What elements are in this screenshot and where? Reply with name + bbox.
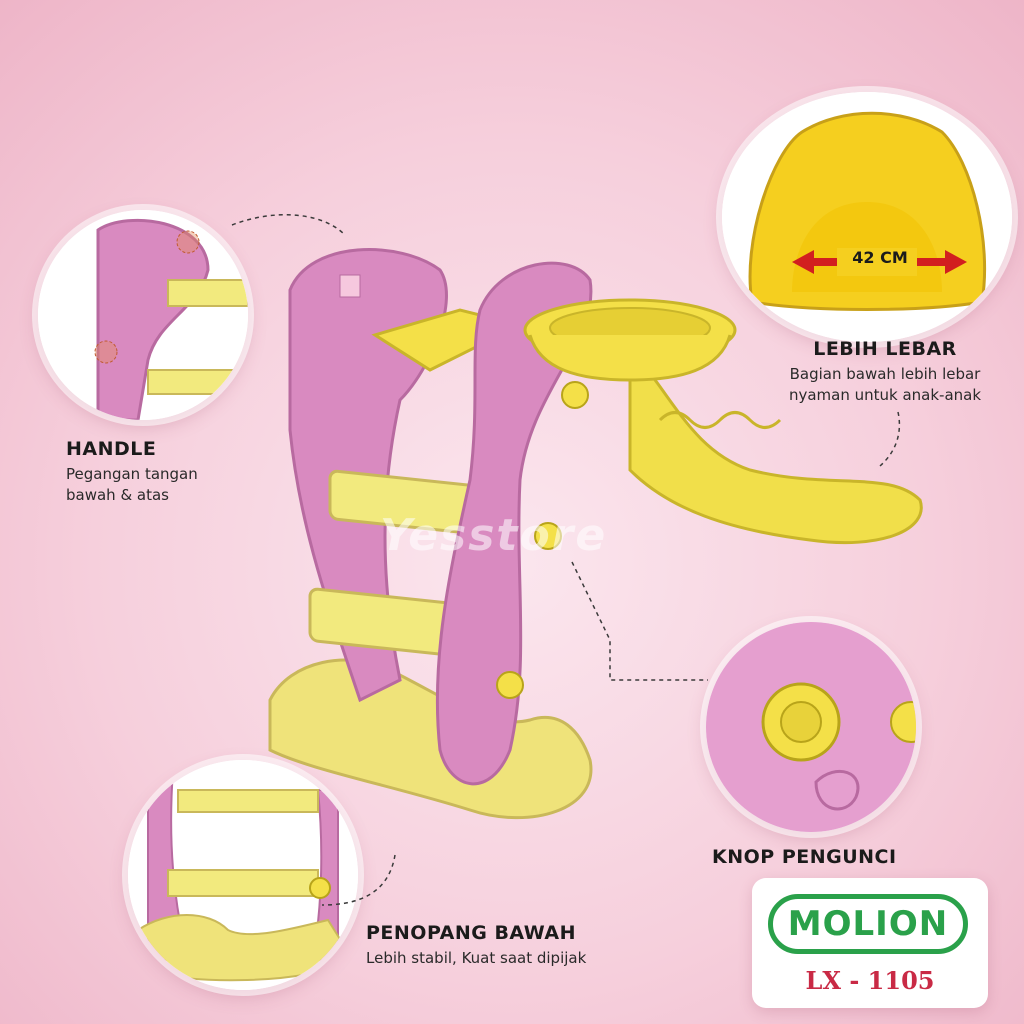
base-detail-image	[128, 760, 358, 990]
knob-detail-photo	[706, 622, 916, 832]
wide-detail-photo: 42 CM	[722, 92, 1012, 342]
knob-feature: KNOP PENGUNCI	[712, 846, 942, 868]
handle-detail-image	[38, 210, 248, 420]
base-desc: Lebih stabil, Kuat saat dipijak	[366, 949, 587, 967]
base-connector-line	[321, 854, 396, 906]
knob-title: KNOP PENGUNCI	[712, 846, 897, 868]
wide-title: LEBIH LEBAR	[813, 338, 957, 360]
brand-name: MOLION	[787, 904, 949, 944]
knob-detail-image	[706, 622, 916, 832]
handle-desc-line1: Pegangan tangan	[66, 465, 198, 483]
base-feature: PENOPANG BAWAH Lebih stabil, Kuat saat d…	[366, 922, 666, 969]
brand-logo-card: MOLION LX - 1105	[752, 878, 988, 1008]
wide-feature: LEBIH LEBAR Bagian bawah lebih lebar nya…	[760, 338, 1010, 406]
handle-connector-line	[231, 214, 346, 236]
base-title: PENOPANG BAWAH	[366, 922, 576, 944]
wide-dimension-label: 42 CM	[852, 248, 908, 267]
handle-detail-photo	[38, 210, 248, 420]
handle-title: HANDLE	[66, 438, 157, 460]
handle-feature: HANDLE Pegangan tangan bawah & atas	[66, 438, 286, 506]
base-detail-photo	[128, 760, 358, 990]
wide-detail-image	[722, 92, 1012, 342]
slide-product-image	[268, 248, 923, 820]
knob-connector-line	[571, 561, 708, 681]
handle-desc-line2: bawah & atas	[66, 486, 169, 504]
wide-connector-line	[879, 411, 901, 467]
brand-logo: MOLION	[768, 894, 968, 954]
wide-desc-line1: Bagian bawah lebih lebar	[789, 365, 981, 383]
wide-desc-line2: nyaman untuk anak-anak	[788, 386, 982, 404]
model-number: LX - 1105	[805, 966, 935, 995]
watermark-text: Yesstore	[380, 510, 608, 561]
